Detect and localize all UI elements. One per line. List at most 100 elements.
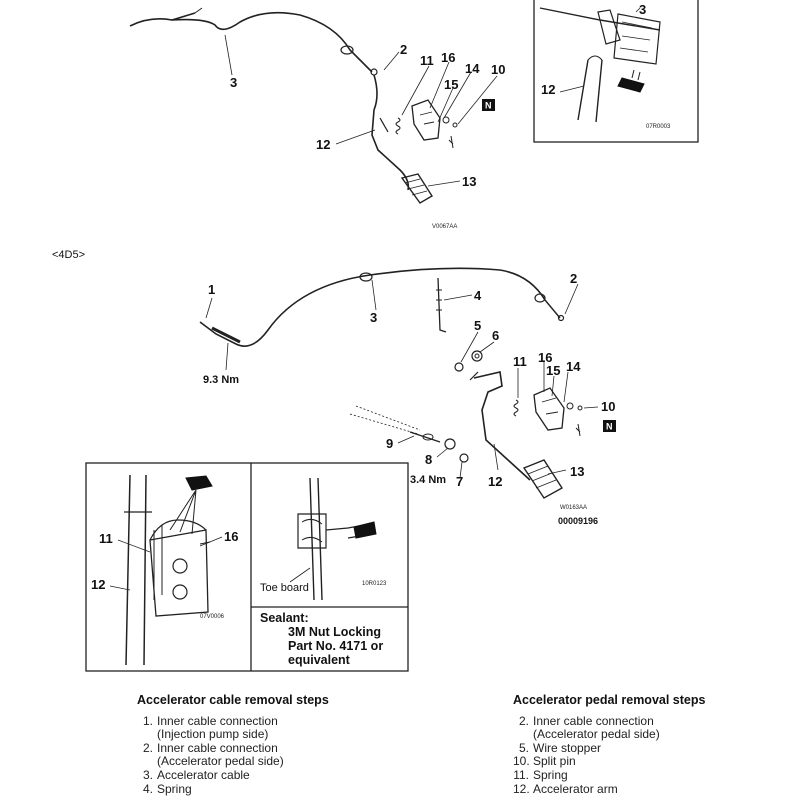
cable-step: 3. Accelerator cable: [137, 767, 329, 783]
mid-callout-1: 1: [208, 282, 215, 297]
mid-callout-14: 14: [566, 359, 581, 374]
pedal-step-number: 11.: [513, 767, 529, 782]
cable-step-number: 2.: [142, 740, 153, 755]
section-tag: <4D5>: [52, 249, 85, 261]
pedal-removal-steps: Accelerator pedal removal steps 2.Inner …: [513, 693, 705, 797]
cable-step-number: 3.: [142, 767, 153, 782]
pedal-step-number: 12.: [513, 781, 530, 796]
toe-board-label: Toe board: [260, 582, 309, 594]
bottom-callout-11: 11: [99, 531, 113, 546]
torque-cable-nut: 9.3 Nm: [203, 374, 239, 386]
cable-step: 2. Inner cable connection: [137, 740, 329, 756]
mid-callout-12: 12: [488, 474, 502, 489]
top-n-marker: [482, 99, 495, 111]
cable-step-sub: (Accelerator pedal side): [157, 754, 284, 769]
mid-callout-4: 4: [474, 288, 482, 303]
inset-callout-3: 3: [639, 2, 646, 17]
bottom-left-inset: [109, 474, 223, 666]
mid-callout-11: 11: [513, 354, 527, 369]
top-diagram: [129, 7, 498, 204]
top-callout-11: 11: [420, 53, 434, 68]
top-accelerator-arm: [371, 74, 410, 191]
top-right-inset-code: 07R0003: [646, 124, 671, 130]
pedal-step-text: Wire stopper: [533, 740, 602, 755]
middle-figure-number: 00009196: [558, 516, 598, 526]
mid-n-marker: [603, 420, 616, 432]
top-callout-12: 12: [316, 137, 330, 152]
top-callout-10: 10: [491, 62, 505, 77]
pedal-step-text: Inner cable connection: [533, 713, 654, 728]
inset-arm: [577, 59, 603, 123]
mid-callout-3: 3: [370, 310, 377, 325]
cable-step-text: Inner cable connection: [157, 740, 278, 755]
cable-step: 4. Spring: [137, 781, 329, 797]
sealant-line-1: 3M Nut Locking: [288, 625, 382, 639]
bottom-inset-arm: [125, 474, 147, 666]
mid-callout-5: 5: [474, 318, 481, 333]
pedal-step-number: 5.: [518, 740, 529, 755]
cable-step-text: Inner cable connection: [157, 713, 278, 728]
pedal-step-text: Spring: [533, 767, 568, 782]
top-cable-end: [129, 12, 196, 27]
sealant-line-2: Part No. 4171 or: [288, 639, 384, 653]
top-callout-16: 16: [441, 50, 455, 65]
bottom-left-inset-code: 07V0006: [200, 614, 225, 620]
top-n-marker-text: N: [485, 101, 492, 111]
mid-callout-16: 16: [538, 350, 552, 365]
top-callout-15: 15: [444, 77, 458, 92]
torque-arm-nut: 3.4 Nm: [410, 474, 446, 486]
sealant-title: Sealant:: [260, 611, 309, 625]
mid-callout-13: 13: [570, 464, 584, 479]
cable-step: 1. Inner cable connection: [137, 713, 329, 729]
toe-board-line: [309, 477, 323, 601]
pedal-step: 5. Wire stopper: [513, 740, 705, 756]
pedal-step-sub: (Accelerator pedal side): [533, 727, 660, 742]
bottom-mid-inset-code: 10R0123: [362, 581, 387, 587]
top-accelerator-cable: [171, 11, 373, 73]
mid-n-marker-text: N: [606, 422, 613, 432]
top-bracket: [411, 99, 441, 141]
mid-callout-8: 8: [425, 452, 432, 467]
pedal-step-number: 2.: [518, 713, 529, 728]
middle-cable-9: [409, 431, 441, 443]
pedal-step-text: Split pin: [533, 754, 576, 769]
middle-accelerator-arm: [473, 371, 531, 481]
cable-steps-title: Accelerator cable removal steps: [137, 693, 329, 707]
middle-bracket: [533, 387, 565, 431]
pedal-step-text: Accelerator arm: [533, 781, 618, 796]
top-figure-code: V0067AA: [432, 224, 457, 230]
mid-callout-15: 15: [546, 363, 560, 378]
inset-callout-12: 12: [541, 82, 555, 97]
middle-pedal-pad: [522, 459, 563, 499]
bottom-callout-12: 12: [91, 577, 105, 592]
pedal-step: 2. Inner cable connection: [513, 713, 705, 729]
mid-callout-10: 10: [601, 399, 615, 414]
cable-removal-steps: Accelerator cable removal steps 1. Inner …: [137, 693, 329, 797]
cable-step-text: Spring: [157, 781, 192, 796]
cable-step-number: 4.: [142, 781, 153, 796]
mid-callout-7: 7: [456, 474, 463, 489]
bottom-inset-frame: [85, 462, 409, 672]
top-callout-2: 2: [400, 42, 407, 57]
sealant-line-3: equivalent: [288, 653, 350, 667]
middle-spring: [437, 277, 447, 333]
pedal-step-number: 10.: [513, 754, 530, 769]
top-right-inset-frame: [533, 0, 699, 143]
bottom-callout-16: 16: [224, 529, 238, 544]
pedal-step: 12.Accelerator arm: [513, 781, 705, 797]
cable-step-number: 1.: [142, 713, 153, 728]
mid-callout-2: 2: [570, 271, 577, 286]
middle-diagram: [199, 267, 599, 499]
mid-callout-6: 6: [492, 328, 499, 343]
middle-accelerator-cable: [199, 267, 546, 347]
cable-step-sub: (Injection pump side): [157, 727, 269, 742]
cable-step-text: Accelerator cable: [157, 767, 250, 782]
top-callout-14: 14: [465, 61, 480, 76]
top-callout-13: 13: [462, 174, 476, 189]
bottom-mid-inset: [289, 477, 377, 601]
top-right-inset: [539, 7, 661, 123]
sealant-note: Sealant: 3M Nut Locking Part No. 4171 or…: [260, 611, 410, 667]
pedal-step: 11. Spring: [513, 767, 705, 783]
middle-figure-code: W0163AA: [560, 505, 587, 511]
